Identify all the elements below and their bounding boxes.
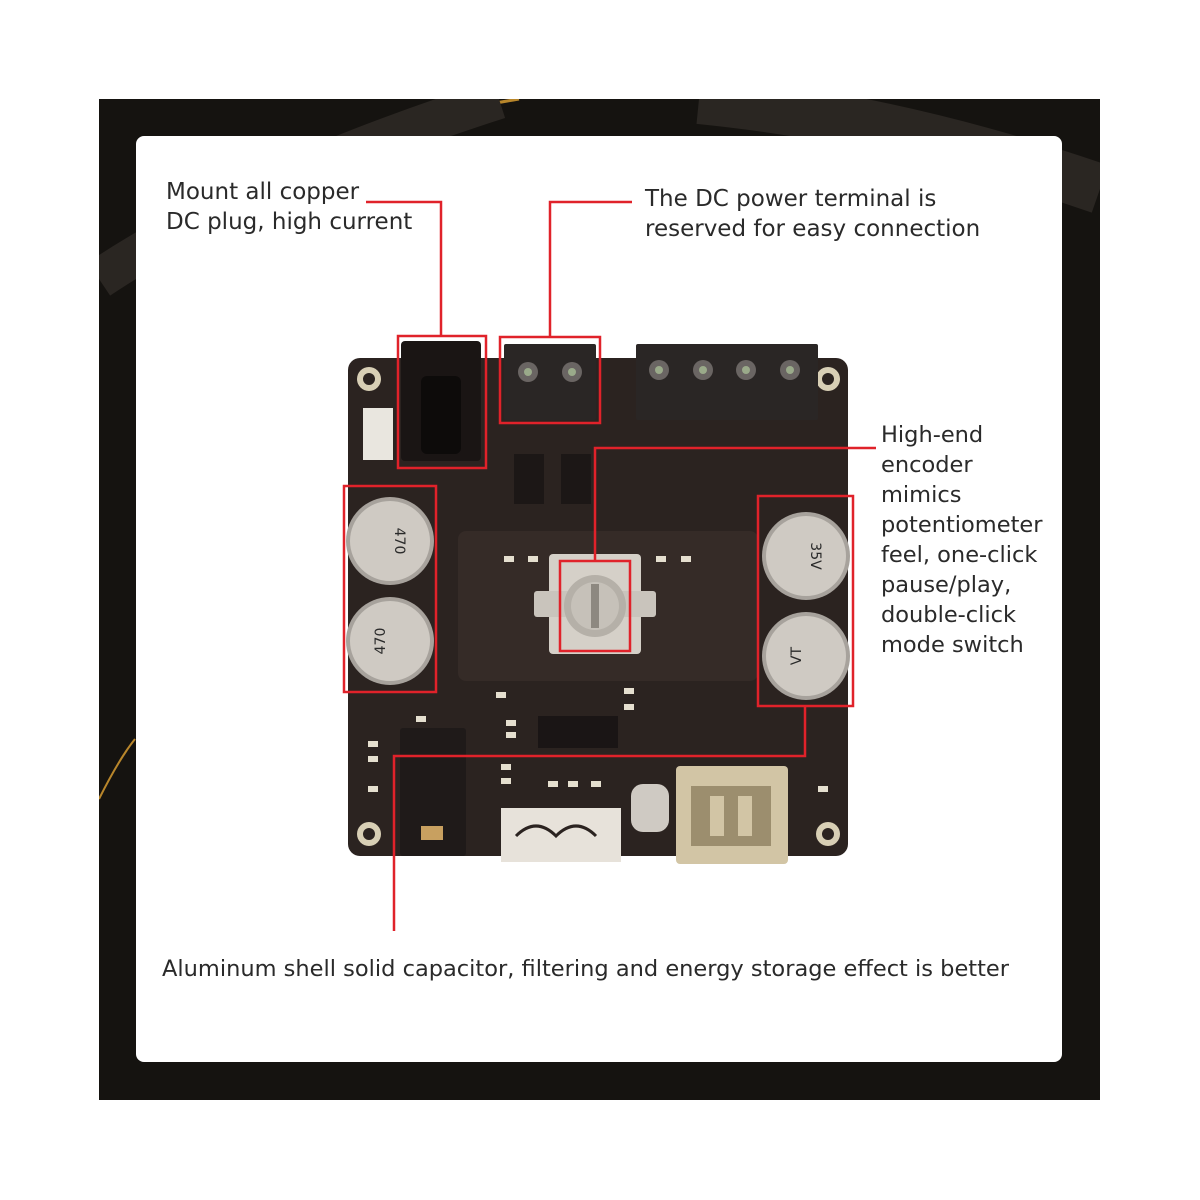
white-pad <box>363 408 393 460</box>
caption-encoder: High-end encoder mimics potentiometer fe… <box>881 422 1043 658</box>
capacitors-right: 35V VT <box>762 512 850 700</box>
speaker-terminal-4pin <box>636 344 818 420</box>
caption-capacitor: Aluminum shell solid capacitor, filterin… <box>162 956 1010 982</box>
dc-terminal-2pin <box>504 344 596 420</box>
callout-capacitors <box>342 484 855 931</box>
diode-1 <box>514 454 544 504</box>
amplifier-board-illustration: 470 470 35V VT <box>342 200 876 931</box>
dark-frame: 470 470 35V VT <box>99 99 1100 1100</box>
diagram-card: 470 470 35V VT <box>136 136 1062 1062</box>
gold-arc-left <box>99 738 136 800</box>
cap-marking-2: 470 <box>373 628 389 655</box>
cap-marking-4: VT <box>789 646 805 665</box>
capacitors-left: 470 470 <box>346 497 434 685</box>
diode-2 <box>561 454 591 504</box>
callout-dc-terminal <box>498 200 632 425</box>
callout-dc-plug <box>366 200 488 470</box>
amplifier-chip <box>538 716 618 748</box>
cap-marking-3: 35V <box>807 542 823 570</box>
callout-encoder <box>558 446 876 653</box>
bluetooth-module <box>501 808 621 862</box>
cap-marking-1: 470 <box>391 528 407 555</box>
crystal <box>631 784 669 832</box>
mounting-holes <box>357 367 840 846</box>
smd-components <box>368 556 828 792</box>
caption-dc-terminal: The DC power terminal is reserved for ea… <box>645 186 981 242</box>
audio-jack <box>400 728 466 856</box>
caption-dc-plug: Mount all copper DC plug, high current <box>166 179 413 235</box>
